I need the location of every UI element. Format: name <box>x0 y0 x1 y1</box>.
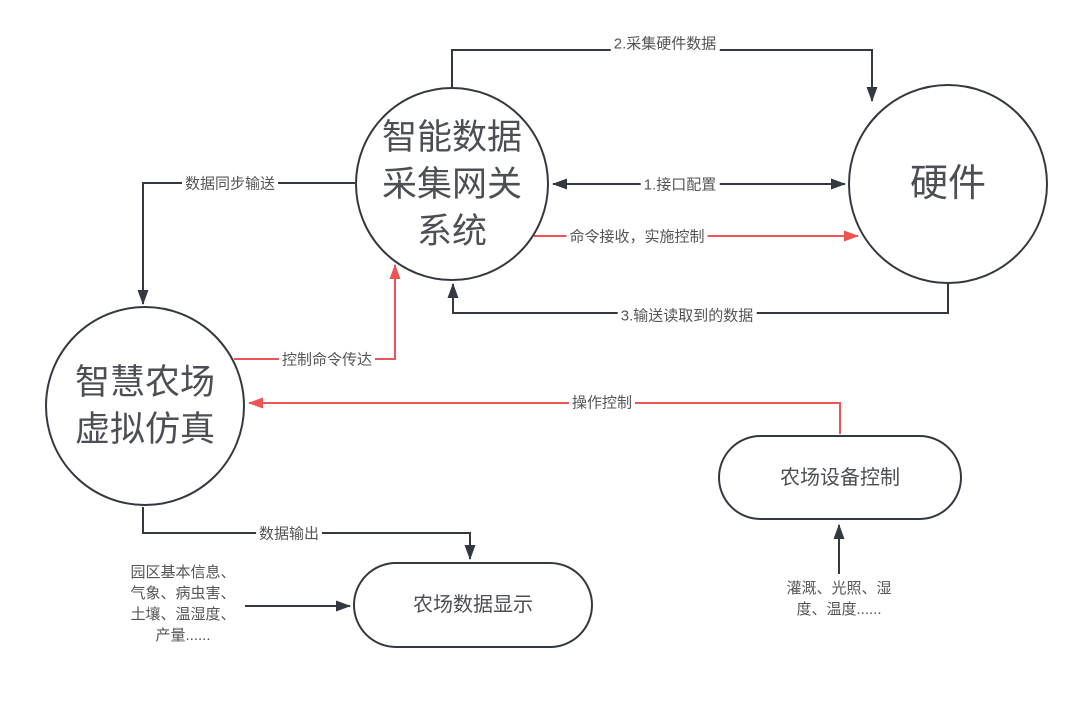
edge-label-data-out: 数据输出 <box>255 525 323 543</box>
edge-label-data-sync: 数据同步输送 <box>181 175 279 193</box>
edge-label-cmd-receive: 命令接收，实施控制 <box>566 228 708 246</box>
node-data-display: 农场数据显示 <box>353 562 593 648</box>
node-gateway: 智能数据 采集网关 系统 <box>355 87 549 281</box>
node-hardware: 硬件 <box>848 84 1048 284</box>
edge-label-send-read-data: 3.输送读取到的数据 <box>617 307 757 325</box>
edge-label-ctrl-cmd: 控制命令传达 <box>278 351 376 369</box>
edge-label-op-ctrl: 操作控制 <box>568 394 636 412</box>
node-device-control: 农场设备控制 <box>718 435 962 520</box>
edge-ctrl-cmd <box>234 264 401 360</box>
annotation-device-items: 灌溉、光照、湿 度、温度...... <box>786 580 892 618</box>
edge-label-interface-cfg: 1.接口配置 <box>640 176 720 194</box>
node-farm-sim: 智慧农场 虚拟仿真 <box>45 306 245 506</box>
edge-label-collect-hw: 2.采集硬件数据 <box>610 35 720 53</box>
edge-op-ctrl <box>248 397 841 434</box>
annotation-park-info: 园区基本信息、 气象、病虫害、 土壤、温湿度、 产量...... <box>130 564 236 644</box>
edge-collect-hw <box>451 49 878 102</box>
edge-data-sync <box>137 182 355 305</box>
